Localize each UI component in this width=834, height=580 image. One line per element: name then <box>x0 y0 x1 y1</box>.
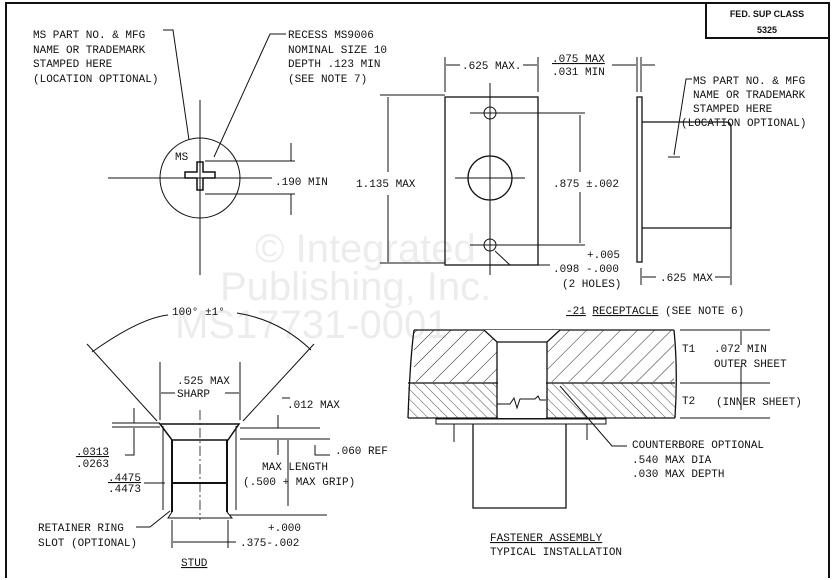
assembly-subtitle: TYPICAL INSTALLATION <box>490 547 622 559</box>
head-thk-min: .0263 <box>76 459 109 471</box>
assembly-title: FASTENER ASSEMBLY <box>490 533 603 545</box>
watermark-line: MS17731-0001 <box>175 303 449 347</box>
inner-sheet-label: (INNER SHEET) <box>716 397 802 409</box>
recess-dim: .190 MIN <box>275 177 328 189</box>
stamp-note-line: STAMPED HERE <box>693 104 773 116</box>
ms-mark: MS <box>175 152 189 164</box>
cross-recess-icon <box>184 161 216 191</box>
max-length-formula: (.500 + MAX GRIP) <box>243 477 355 489</box>
class-box-title: FED. SUP CLASS <box>730 9 804 19</box>
sharp-label: SHARP <box>177 389 210 401</box>
shank-min: .4473 <box>108 484 141 496</box>
head-thk-max: .0313 <box>76 447 109 459</box>
stamp-note-line: STAMPED HERE <box>33 59 113 71</box>
dia-dim: .375-.002 <box>240 538 299 550</box>
hole-dia-dim: .098 -.000 <box>553 264 619 276</box>
stamp-note-line: NAME OR TRADEMARK <box>693 90 806 102</box>
receptacle-word: RECEPTACLE <box>592 306 658 318</box>
slot-note-line: SLOT (OPTIONAL) <box>38 538 137 550</box>
plate-height-dim: 1.135 MAX <box>356 179 416 191</box>
outer-sheet-label: OUTER SHEET <box>714 359 787 371</box>
receptacle-dash: -21 <box>566 306 586 318</box>
counterbore-note-line: .030 MAX DEPTH <box>632 469 724 481</box>
t1-label: T1 <box>682 344 696 356</box>
watermark-line: Publishing, Inc. <box>220 265 491 309</box>
hole-spacing-dim: .875 ±.002 <box>553 179 619 191</box>
ref-dim: .060 REF <box>335 446 388 458</box>
stamp-note-line: (LOCATION OPTIONAL) <box>681 118 806 130</box>
max-length-label: MAX LENGTH <box>262 462 328 474</box>
slot-note-line: RETAINER RING <box>38 523 124 535</box>
t2-label: T2 <box>682 396 695 408</box>
dia-tol-plus: +.000 <box>268 523 301 535</box>
watermark: © Integrated Publishing, Inc. MS17731-00… <box>175 227 491 347</box>
side-depth-dim: .625 MAX <box>660 273 713 285</box>
class-box-number: 5325 <box>757 25 777 35</box>
plate-width-dim: .625 MAX. <box>462 61 521 73</box>
thickness-min: .031 MIN <box>552 67 605 79</box>
edge-max-dim: .012 MAX <box>287 400 340 412</box>
receptacle-title: -21 RECEPTACLE (SEE NOTE 6) <box>566 306 744 318</box>
t1-dim: .072 MIN <box>714 344 767 356</box>
counterbore-note-line: COUNTERBORE OPTIONAL <box>632 440 764 452</box>
angle-dim: 100° ±1° <box>172 307 225 319</box>
stamp-note-line: NAME OR TRADEMARK <box>33 45 146 57</box>
stud-view: 100° ±1° .525 MAX SHARP .0313 .0263 .447… <box>38 307 388 570</box>
stamp-note-line: MS PART NO. & MFG <box>33 30 145 42</box>
plate-view: 1.135 MAX .625 MAX. .075 MAX .031 MIN .8… <box>356 54 655 291</box>
shank-max: .4475 <box>108 473 141 485</box>
recess-note-line: (SEE NOTE 7) <box>288 74 367 86</box>
recess-note-line: RECESS MS9006 <box>288 30 374 42</box>
hole-count: (2 HOLES) <box>562 279 621 291</box>
recess-note-line: NOMINAL SIZE 10 <box>288 45 387 57</box>
assembly-view: -21 RECEPTACLE (SEE NOTE 6) T1 .072 MIN … <box>407 306 802 559</box>
hole-tol-plus: +.005 <box>587 250 620 262</box>
side-view: .625 MAX MS PART NO. & MFG NAME OR TRADE… <box>636 57 806 285</box>
thickness-max: .075 MAX <box>552 54 605 66</box>
class-box: FED. SUP CLASS 5325 <box>705 3 829 39</box>
head-view: MS MS PART NO. & MFG NAME OR TRADEMARK S… <box>33 29 387 275</box>
counterbore-note-line: .540 MAX DIA <box>632 455 712 467</box>
stamp-note-line: (LOCATION OPTIONAL) <box>33 74 158 86</box>
stamp-note-line: MS PART NO. & MFG <box>693 76 805 88</box>
receptacle-note: (SEE NOTE 6) <box>665 306 744 318</box>
stud-title: STUD <box>181 558 208 570</box>
recess-note-line: DEPTH .123 MIN <box>288 59 380 71</box>
sheet-border <box>5 2 830 578</box>
head-dia-dim: .525 MAX <box>177 376 230 388</box>
watermark-line: © Integrated <box>255 227 476 271</box>
